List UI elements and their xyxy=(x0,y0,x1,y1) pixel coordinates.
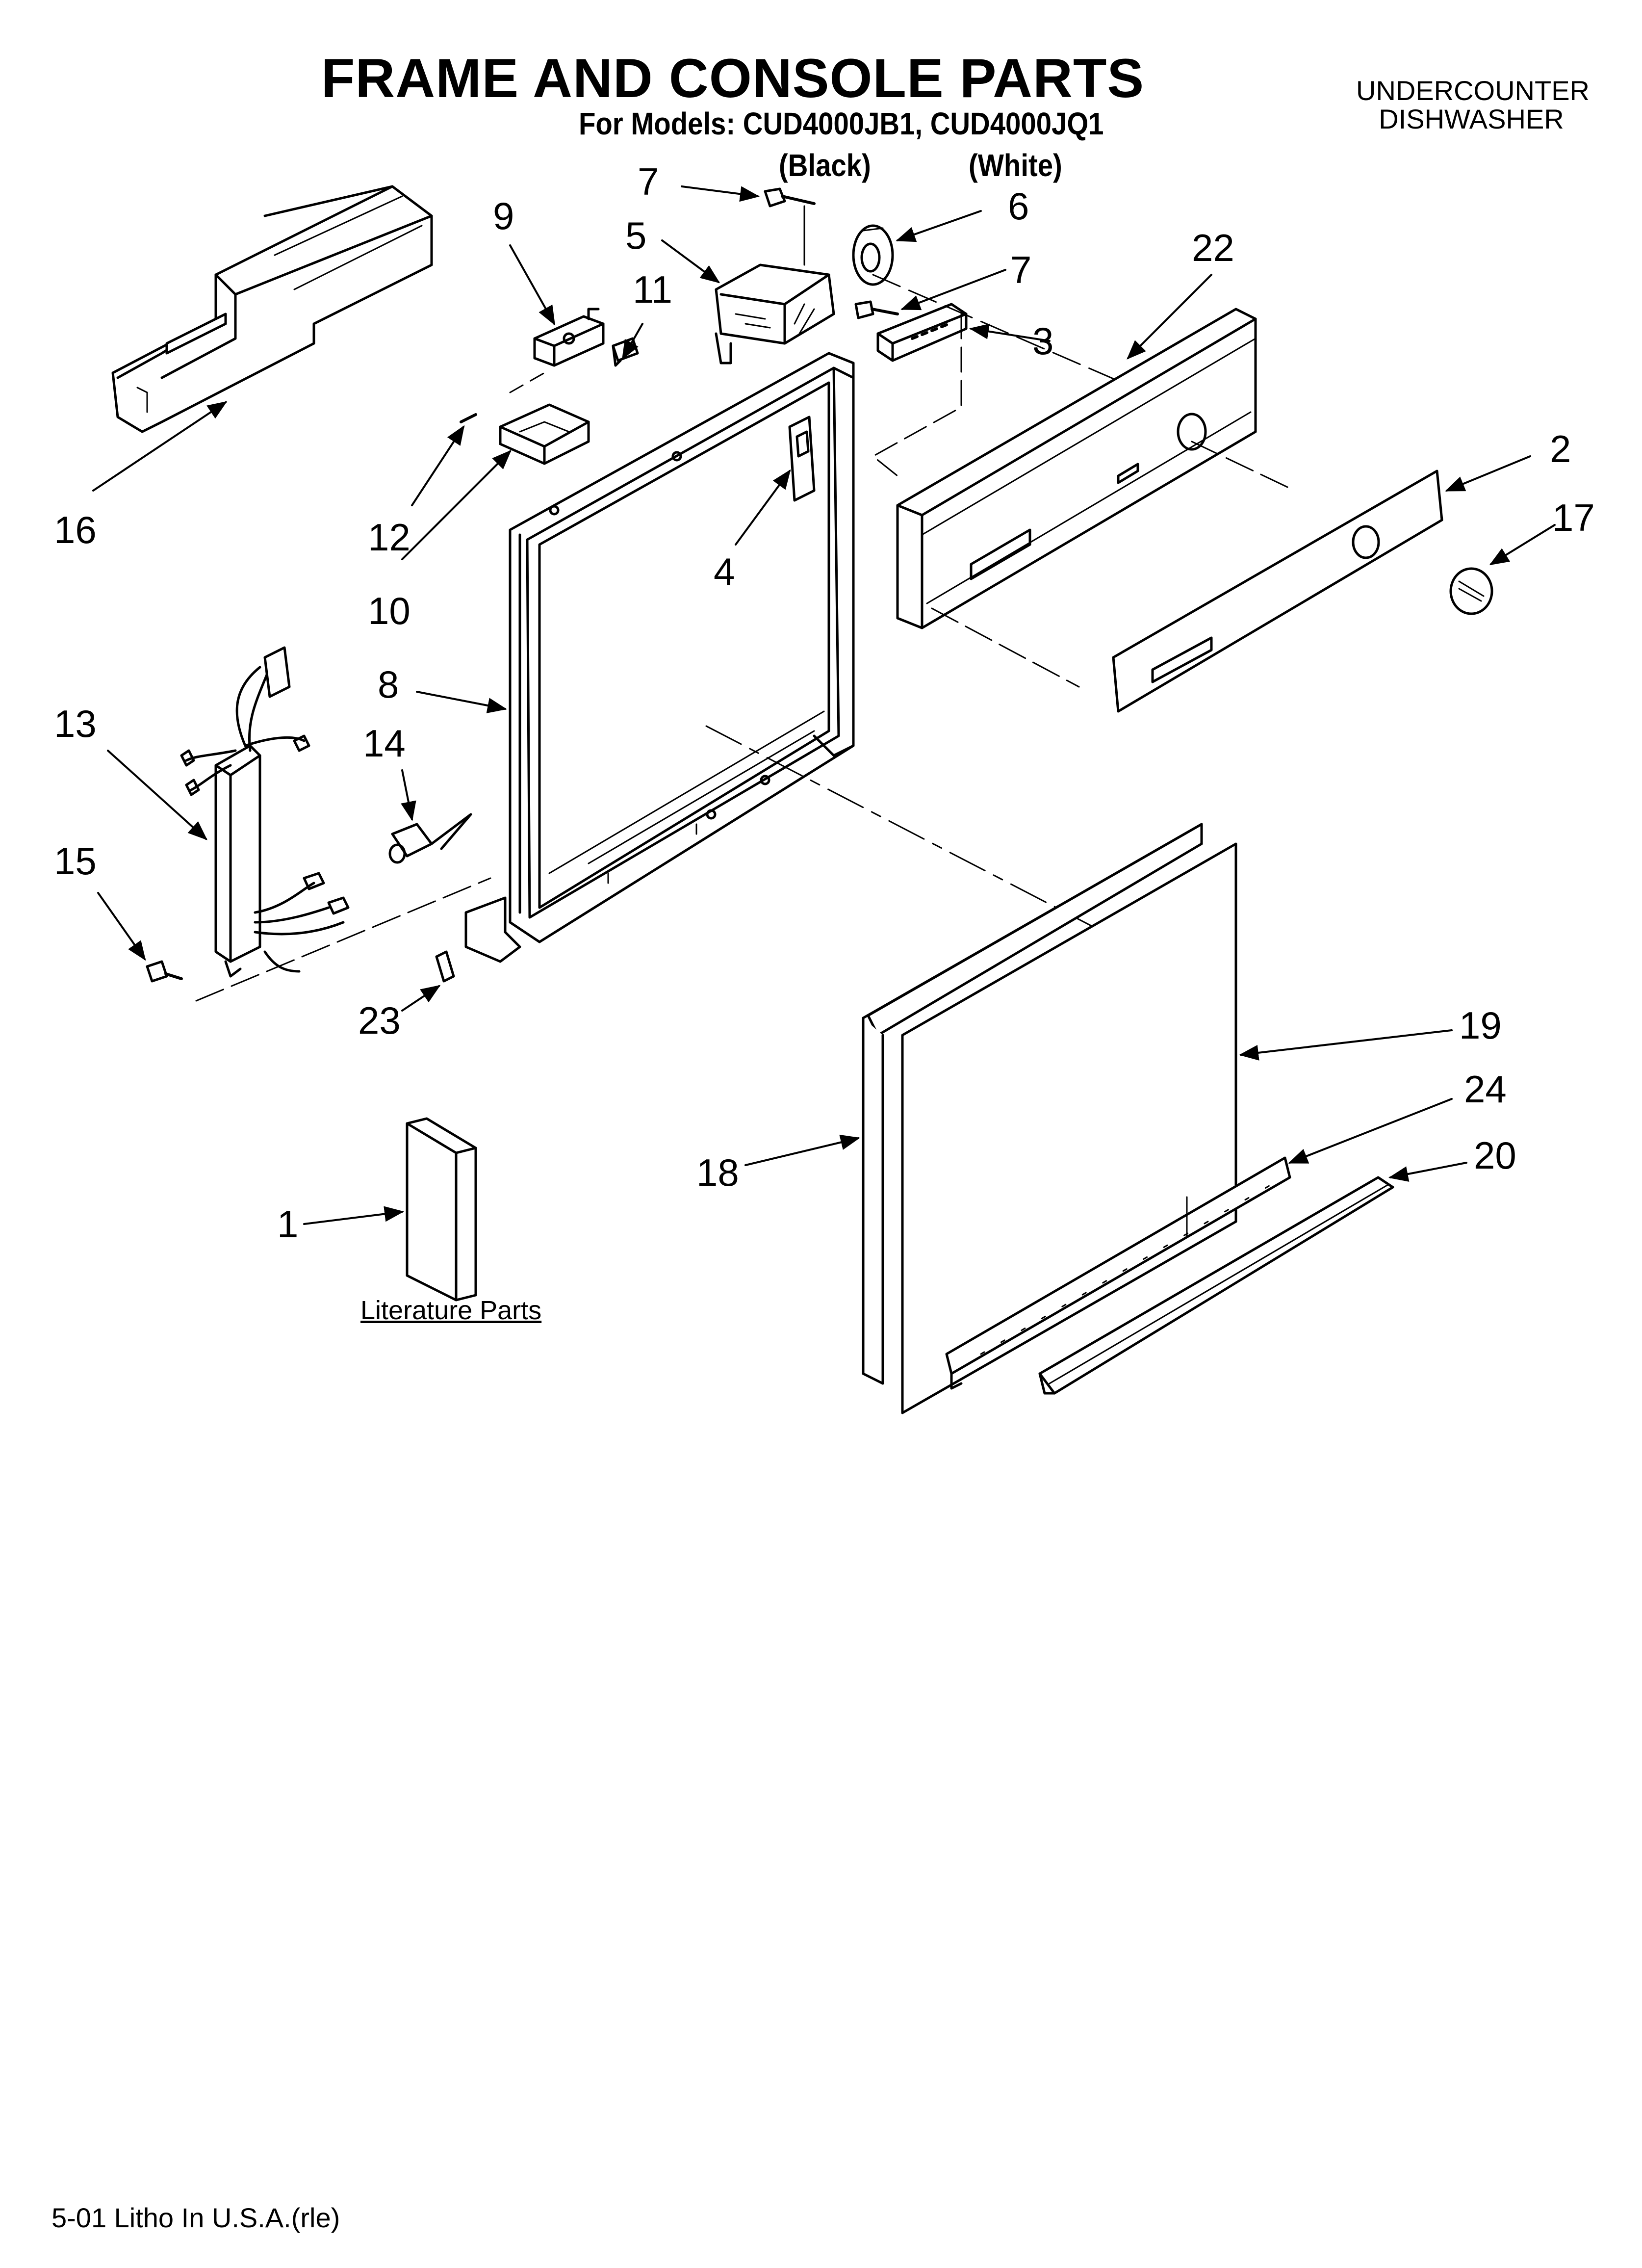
page-title-text: FRAME AND CONSOLE PARTS xyxy=(321,48,1145,109)
callout-9: 9 xyxy=(493,194,514,237)
callout-23: 23 xyxy=(358,999,401,1042)
part-23-clip xyxy=(435,950,455,983)
callout-20: 20 xyxy=(1474,1134,1516,1177)
frame-corner-bracket xyxy=(464,896,521,963)
callout-5: 5 xyxy=(625,214,647,257)
model-numbers: For Models: CUD4000JB1, CUD4000JQ1 xyxy=(579,106,1104,141)
variant-white: (White) xyxy=(969,148,1062,183)
part-24-strip xyxy=(945,1156,1291,1390)
part-3-switch xyxy=(876,303,968,362)
part-4-latch xyxy=(788,416,816,502)
callout-12: 12 xyxy=(368,516,410,559)
callout-3: 3 xyxy=(1032,319,1054,363)
part-2-panel xyxy=(1112,469,1443,713)
part-7-screw-top xyxy=(764,187,816,208)
category-line-2: DISHWASHER xyxy=(1379,104,1564,134)
callout-24: 24 xyxy=(1464,1068,1507,1111)
callout-17: 17 xyxy=(1552,496,1595,539)
part-22-console xyxy=(896,308,1296,629)
callout-7-mid: 7 xyxy=(1010,248,1032,291)
page-title: FRAME AND CONSOLE PARTS xyxy=(0,47,1642,110)
callout-15: 15 xyxy=(54,839,97,883)
part-20-trim xyxy=(1038,1176,1394,1395)
callout-4: 4 xyxy=(714,550,735,593)
part-15-screw xyxy=(146,960,183,983)
part-12-gasket xyxy=(460,413,477,423)
category-line-1: UNDERCOUNTER xyxy=(1356,75,1590,106)
part-16-vent-cover xyxy=(111,185,433,433)
part-1-literature xyxy=(406,1117,477,1302)
literature-parts-label: Literature Parts xyxy=(360,1296,542,1325)
part-9-switch xyxy=(533,308,605,367)
callout-10: 10 xyxy=(368,589,410,632)
callout-7-top: 7 xyxy=(638,160,659,203)
callout-8: 8 xyxy=(378,663,399,706)
callout-leaders xyxy=(92,185,1556,1225)
callout-1: 1 xyxy=(277,1202,299,1246)
part-5-timer xyxy=(715,263,835,365)
part-18-door-panel xyxy=(862,823,1203,1385)
variant-black: (Black) xyxy=(779,148,871,183)
callout-19: 19 xyxy=(1459,1004,1502,1047)
part-14-sensor xyxy=(388,813,472,864)
part-19-front-panel xyxy=(901,842,1237,1414)
part-6-cam xyxy=(852,224,894,286)
callout-2: 2 xyxy=(1550,427,1571,470)
callout-18: 18 xyxy=(696,1151,739,1194)
callout-11: 11 xyxy=(633,268,672,311)
footer-print-info: 5-01 Litho In U.S.A.(rle) xyxy=(51,2202,340,2233)
part-10-bracket xyxy=(499,403,590,465)
callout-6: 6 xyxy=(1008,184,1029,228)
part-13-wire-harness xyxy=(180,646,350,978)
callout-16: 16 xyxy=(54,508,97,551)
callout-13: 13 xyxy=(54,702,97,745)
callout-22: 22 xyxy=(1192,226,1234,269)
callout-14: 14 xyxy=(363,722,406,765)
part-17-knob xyxy=(1449,567,1493,615)
part-7-screw-mid xyxy=(854,300,899,319)
